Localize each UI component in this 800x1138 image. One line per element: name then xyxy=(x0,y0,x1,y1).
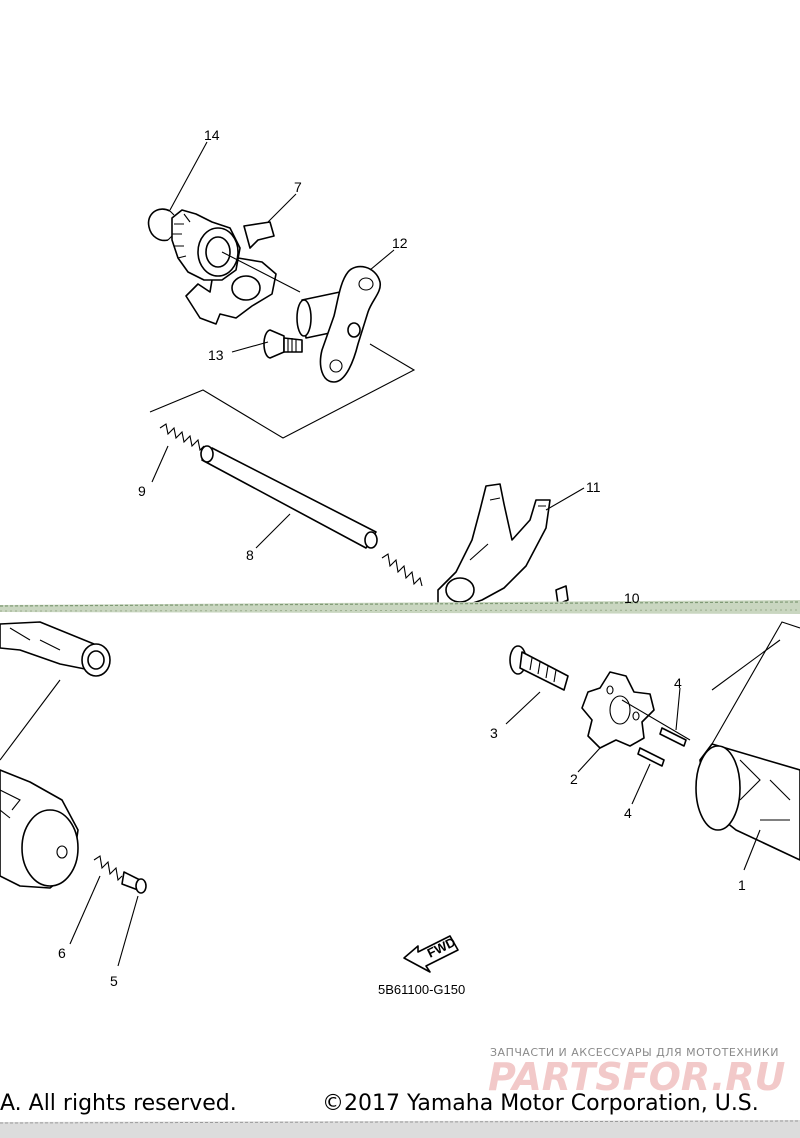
part-13-bolt xyxy=(263,329,303,359)
callout-labels: 14 7 12 13 9 8 11 10 3 4 2 4 1 6 5 xyxy=(58,127,746,989)
shift-drum-left-end xyxy=(0,621,111,889)
part-12-shift-lever xyxy=(296,265,382,383)
callout-9: 9 xyxy=(138,483,146,499)
watermark: ЗАПЧАСТИ И АКСЕССУАРЫ ДЛЯ МОТОТЕХНИКИ PA… xyxy=(488,1046,786,1099)
part-9-spring xyxy=(159,423,205,452)
callout-13: 13 xyxy=(208,347,224,363)
callout-4-lower: 4 xyxy=(624,805,632,821)
part-2-segment xyxy=(581,671,691,749)
part-10-pin xyxy=(555,585,569,605)
copyright-right: ©2017 Yamaha Motor Corporation, U.S. xyxy=(322,1091,759,1116)
assembly-guide-upper xyxy=(149,343,416,439)
part-1-shift-drum xyxy=(695,621,800,861)
watermark-caption: ЗАПЧАСТИ И АКСЕССУАРЫ ДЛЯ МОТОТЕХНИКИ xyxy=(490,1046,779,1059)
watermark-logo: PARTSFOR.RU xyxy=(488,1055,786,1099)
bottom-torn-edge xyxy=(0,1120,800,1138)
callout-2: 2 xyxy=(570,771,578,787)
callout-11: 11 xyxy=(586,479,601,495)
diagram-code: 5B61100-G150 xyxy=(378,982,465,997)
callout-3: 3 xyxy=(490,725,498,741)
torn-page-separator xyxy=(0,600,800,614)
part-11-shift-fork xyxy=(437,483,551,609)
part-4-dowel-pins xyxy=(637,727,687,767)
part-6-spring xyxy=(93,855,123,882)
fwd-arrow-icon: FWD xyxy=(403,934,459,973)
part-8-guide-bar xyxy=(200,445,378,549)
copyright-left: A. All rights reserved. xyxy=(0,1091,237,1116)
callout-1: 1 xyxy=(738,877,746,893)
part-7-shift-segment xyxy=(171,209,301,325)
callout-12: 12 xyxy=(392,235,408,251)
callout-8: 8 xyxy=(246,547,254,563)
part-3-screw xyxy=(509,645,569,691)
callout-6: 6 xyxy=(58,945,66,961)
leader-lines xyxy=(0,141,761,967)
callout-7: 7 xyxy=(294,179,302,195)
callout-10: 10 xyxy=(624,590,640,606)
callout-14: 14 xyxy=(204,127,220,143)
part-14-circlip xyxy=(147,208,175,242)
copyright-line: A. All rights reserved. ©2017 Yamaha Mot… xyxy=(0,1091,759,1116)
callout-5: 5 xyxy=(110,973,118,989)
callout-4-upper: 4 xyxy=(674,675,682,691)
part-9-spring-2 xyxy=(381,553,423,587)
part-5-pin xyxy=(121,871,147,894)
